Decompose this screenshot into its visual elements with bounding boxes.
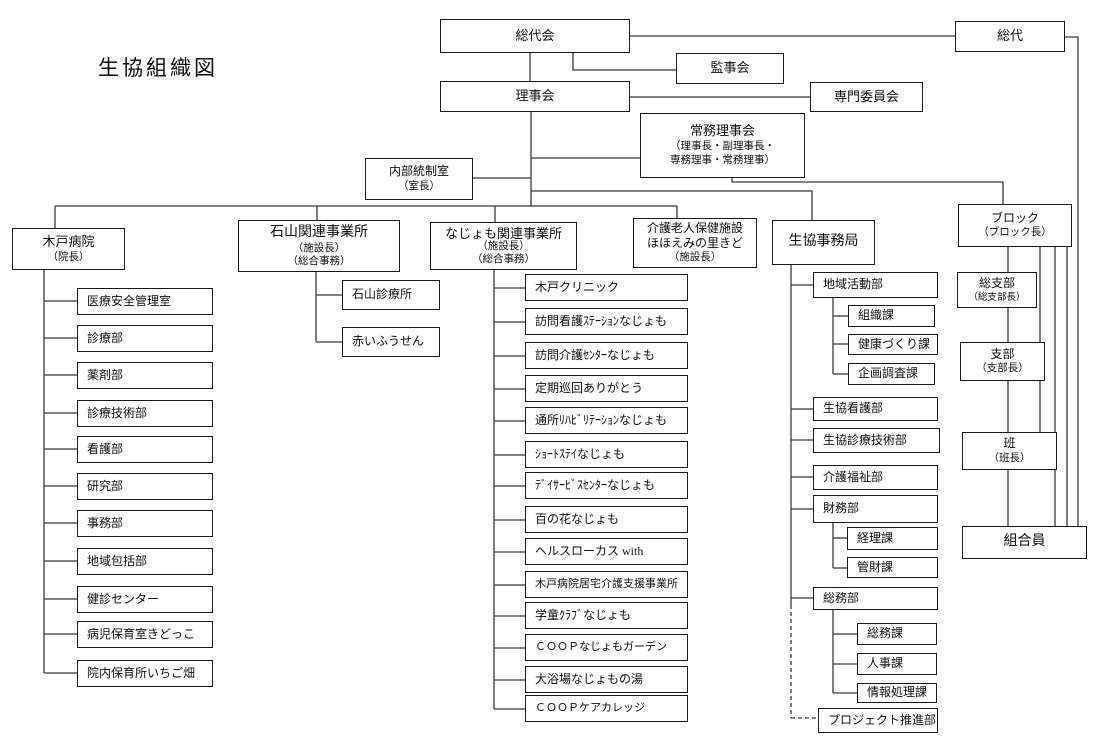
sublabel: （室長） bbox=[398, 180, 440, 192]
node-dept-soumu: 総務部 bbox=[813, 587, 938, 610]
node-najomo-child-4: 通所ﾘﾊﾋﾞﾘﾃｰｼｮﾝなじょも bbox=[525, 407, 688, 434]
label: 木戸病院 bbox=[42, 233, 95, 249]
node-kaigo-roujin: 介護老人保健施設 ほほえみの里きど （施設長） bbox=[633, 218, 757, 268]
sublabel: （院長） bbox=[47, 251, 90, 263]
sublabel: （総合事務） bbox=[472, 253, 535, 265]
node-kido-child-6: 事務部 bbox=[77, 510, 213, 537]
label: なじょも関連事業所 bbox=[444, 225, 562, 241]
node-najomo-child-9: 木戸病院居宅介護支援事業所 bbox=[525, 571, 688, 598]
node-dept-chiiki: 地域活動部 bbox=[813, 272, 938, 298]
member-org-connectors bbox=[1007, 36, 1079, 526]
label: 介護老人保健施設 bbox=[646, 221, 743, 236]
label: ブロック bbox=[990, 210, 1039, 225]
node-kido-child-7: 地域包括部 bbox=[77, 548, 213, 575]
node-block: ブロック （ブロック長） bbox=[958, 204, 1072, 247]
node-sec-kanzai: 管財課 bbox=[847, 557, 938, 578]
node-soudai: 総代 bbox=[955, 21, 1065, 52]
node-kanjikai: 監事会 bbox=[676, 53, 784, 84]
jimukyoku-connectors bbox=[790, 265, 857, 719]
node-dept-kaigo-fukushi: 介護福祉部 bbox=[813, 465, 938, 490]
node-kido-hospital: 木戸病院 （院長） bbox=[12, 228, 125, 270]
node-najomo-child-5: ｼｮｰﾄｽﾃｲなじょも bbox=[525, 441, 688, 468]
sublabel: （施設長） bbox=[477, 241, 530, 253]
node-najomo-child-12: 大浴場なじょもの湯 bbox=[525, 666, 688, 693]
node-dept-project: プロジェクト推進部 bbox=[818, 708, 938, 733]
node-dept-shinryo-gijutsu: 生協診療技術部 bbox=[813, 428, 940, 453]
node-dept-zaimu: 財務部 bbox=[813, 495, 938, 523]
node-sec-soumuka: 総務課 bbox=[857, 623, 937, 645]
ishiyama-connectors bbox=[315, 272, 342, 343]
node-sec-kenkou: 健康づくり課 bbox=[848, 334, 938, 355]
label: 総支部 bbox=[978, 276, 1015, 291]
node-han: 班 （班長） bbox=[962, 432, 1057, 470]
node-najomo-child-1: 訪問看護ｽﾃｰｼｮﾝなじょも bbox=[525, 308, 688, 335]
governance-connectors bbox=[54, 35, 1004, 228]
node-kido-child-10: 院内保育所いちご畑 bbox=[77, 660, 213, 687]
node-najomo-child-6: ﾃﾞｲｻｰﾋﾞｽｾﾝﾀｰなじょも bbox=[525, 472, 688, 499]
sublabel: 専務理事・常務理事） bbox=[670, 154, 775, 166]
kido-connectors bbox=[43, 270, 77, 674]
sublabel: （施設長） bbox=[668, 252, 722, 264]
node-ishiyama: 石山関連事業所 （施設長） （総合事務） bbox=[238, 220, 400, 272]
node-sec-kikaku: 企画調査課 bbox=[848, 363, 935, 385]
node-shibu: 支部 （支部長） bbox=[960, 342, 1045, 381]
node-kido-child-8: 健診センター bbox=[77, 586, 213, 613]
sublabel: （支部長） bbox=[976, 363, 1029, 375]
node-jimukyoku: 生協事務局 bbox=[772, 220, 875, 265]
label: ほほえみの里きど bbox=[646, 236, 743, 251]
node-soushibu: 総支部 （総支部長） bbox=[957, 272, 1037, 308]
node-kido-child-4: 看護部 bbox=[77, 436, 213, 463]
chart-title: 生協組織図 bbox=[98, 56, 218, 80]
node-kido-child-3: 診療技術部 bbox=[77, 400, 213, 427]
label: 支部 bbox=[990, 346, 1015, 361]
node-najomo-child-0: 木戸クリニック bbox=[525, 274, 688, 301]
label: 内部統制室 bbox=[388, 164, 449, 179]
sublabel: （総支部長） bbox=[968, 292, 1026, 303]
najomo-connectors bbox=[493, 270, 525, 710]
node-najomo-child-8: ヘルスローカス with bbox=[525, 538, 688, 565]
node-dept-kango: 生協看護部 bbox=[813, 397, 938, 421]
node-kido-child-2: 薬剤部 bbox=[77, 362, 213, 389]
node-rijikai: 理事会 bbox=[440, 81, 630, 112]
label: 石山関連事業所 bbox=[270, 225, 368, 241]
node-sec-jinji: 人事課 bbox=[857, 653, 937, 675]
node-najomo-child-11: ＣＯＯＰなじょもガーデン bbox=[525, 634, 688, 661]
node-ishiyama-child-1: 赤いふうせん bbox=[342, 327, 440, 357]
label: 班 bbox=[1003, 436, 1016, 451]
node-najomo-child-3: 定期巡回ありがとう bbox=[525, 375, 688, 402]
sublabel: （施設長） bbox=[292, 242, 346, 254]
node-sec-soshiki: 組織課 bbox=[848, 305, 935, 327]
node-kido-child-5: 研究部 bbox=[77, 473, 213, 500]
node-senmon-iinkai: 専門委員会 bbox=[810, 82, 923, 112]
node-ishiyama-child-0: 石山診療所 bbox=[342, 280, 440, 310]
node-najomo-child-7: 百の花なじょも bbox=[525, 506, 688, 533]
node-kumiaiin: 組合員 bbox=[962, 526, 1087, 559]
sublabel: （ブロック長） bbox=[978, 227, 1052, 239]
sublabel: （理事長・副理事長・ bbox=[670, 141, 775, 153]
node-soudaikai: 総代会 bbox=[440, 19, 630, 53]
node-joumu-rijikai: 常務理事会 （理事長・副理事長・ 専務理事・常務理事） bbox=[640, 113, 805, 178]
node-kido-child-0: 医療安全管理室 bbox=[77, 288, 213, 315]
sublabel: （班長） bbox=[988, 452, 1031, 464]
node-najomo-child-13: ＣＯＯＰケアカレッジ bbox=[525, 695, 688, 722]
label: 常務理事会 bbox=[689, 123, 755, 139]
node-sec-keiri: 経理課 bbox=[847, 527, 938, 550]
node-kido-child-9: 病児保育室きどっこ bbox=[77, 621, 213, 648]
node-sec-jouhou: 情報処理課 bbox=[857, 683, 937, 703]
node-kido-child-1: 診療部 bbox=[77, 325, 213, 352]
node-najomo: なじょも関連事業所 （施設長） （総合事務） bbox=[430, 222, 577, 270]
node-najomo-child-10: 学童ｸﾗﾌﾞなじょも bbox=[525, 602, 688, 629]
sublabel: （総合事務） bbox=[287, 255, 351, 267]
node-naibu-tousei: 内部統制室 （室長） bbox=[365, 158, 473, 200]
node-najomo-child-2: 訪問介護ｾﾝﾀｰなじょも bbox=[525, 342, 688, 369]
